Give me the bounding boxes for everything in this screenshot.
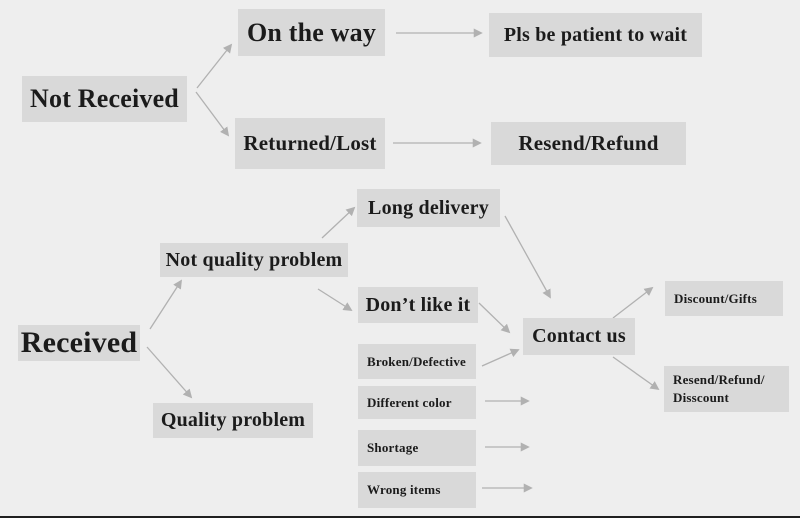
flow-arrow-broken-defective-to-contact-us: [481, 348, 520, 367]
flow-node-resend-refund-disscount: Resend/Refund/Disscount: [664, 366, 789, 412]
flow-node-label: Don’t like it: [365, 293, 471, 316]
flow-arrow-received-to-not-quality-problem: [149, 279, 182, 330]
flow-arrow-contact-us-to-discount-gifts: [612, 286, 654, 319]
flow-node-label: Pls be patient to wait: [503, 23, 688, 46]
flow-node-quality-problem: Quality problem: [153, 403, 313, 438]
flow-node-label: Different color: [367, 394, 452, 410]
flow-node-label: Contact us: [532, 325, 626, 347]
flow-arrow-not-quality-problem-to-dont-like-it: [317, 288, 353, 311]
flow-node-label: On the way: [246, 17, 377, 47]
flow-arrow-received-to-quality-problem: [146, 346, 193, 399]
flow-node-label: Broken/Defective: [367, 353, 466, 369]
flow-node-label: Resend/Refund: [518, 131, 659, 156]
flow-arrow-not-received-to-on-the-way: [196, 43, 233, 89]
flow-node-label: Wrong items: [367, 482, 441, 498]
flow-arrow-not-quality-problem-to-long-delivery: [321, 206, 356, 239]
flow-node-returned-lost: Returned/Lost: [235, 118, 385, 169]
flow-node-different-color: Different color: [358, 386, 476, 419]
flow-node-label: Returned/Lost: [243, 131, 377, 156]
flow-node-pls-be-patient-to-wait: Pls be patient to wait: [489, 13, 702, 57]
flow-arrow-contact-us-to-resend-refund-disscount: [612, 356, 660, 391]
flow-node-wrong-items: Wrong items: [358, 472, 476, 508]
flow-node-received: Received: [18, 325, 140, 361]
flow-node-dont-like-it: Don’t like it: [358, 287, 478, 323]
flow-node-long-delivery: Long delivery: [357, 189, 500, 227]
flow-arrow-long-delivery-to-contact-us: [504, 215, 551, 299]
bottom-border-line: [0, 516, 800, 518]
flow-node-label: Disscount: [673, 390, 729, 405]
flow-node-label: Not quality problem: [165, 248, 343, 271]
flow-node-broken-defective: Broken/Defective: [358, 344, 476, 379]
flow-node-not-quality-problem: Not quality problem: [160, 243, 348, 277]
flow-arrow-dont-like-it-to-contact-us: [478, 302, 511, 334]
flow-node-label: Discount/Gifts: [674, 290, 757, 306]
flow-node-label: Not Received: [30, 84, 179, 114]
flow-node-label: Quality problem: [160, 409, 306, 431]
flow-node-label: Shortage: [367, 440, 419, 456]
flow-node-on-the-way: On the way: [238, 9, 385, 56]
flow-arrow-not-received-to-returned-lost: [195, 91, 230, 137]
flow-node-contact-us: Contact us: [523, 318, 635, 355]
flow-node-label: Resend/Refund/: [673, 372, 765, 388]
flow-node-discount-gifts: Discount/Gifts: [665, 281, 783, 316]
flow-node-not-received: Not Received: [22, 76, 187, 122]
flow-node-label: Long delivery: [368, 196, 489, 219]
flow-node-resend-refund: Resend/Refund: [491, 122, 686, 165]
flow-node-shortage: Shortage: [358, 430, 476, 466]
flow-node-label: Received: [20, 325, 138, 359]
